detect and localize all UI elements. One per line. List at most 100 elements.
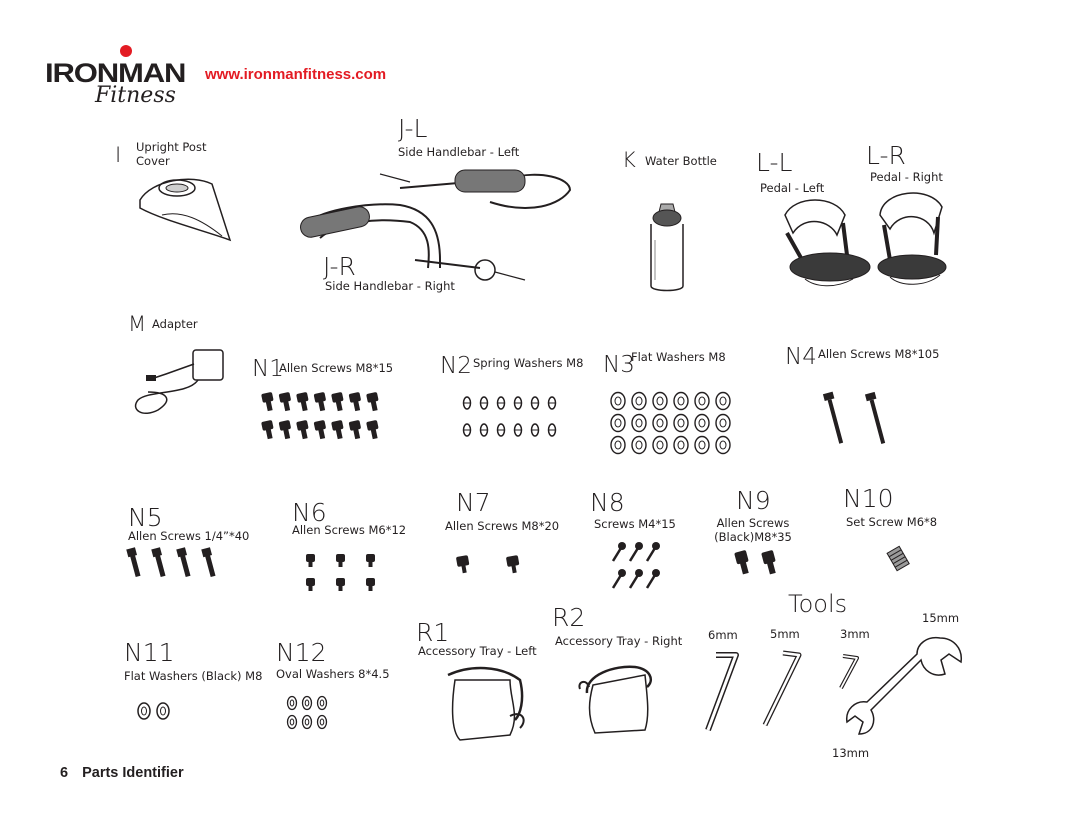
hardware-piece xyxy=(336,578,345,591)
part-code-ll: L-L xyxy=(756,148,793,177)
hardware-piece xyxy=(462,423,472,437)
hardware-piece xyxy=(313,392,326,412)
adapter-illustration xyxy=(134,349,224,414)
hardware-piece xyxy=(610,435,626,455)
hex-key-3mm-icon xyxy=(839,654,859,689)
hardware-piece xyxy=(631,435,647,455)
hardware-piece xyxy=(286,714,298,730)
hardware-piece xyxy=(631,413,647,433)
part-label-i: Upright Post Cover xyxy=(136,140,207,169)
part-label-jr: Side Handlebar - Right xyxy=(325,279,455,293)
hardware-piece xyxy=(715,435,731,455)
part-label-n1: Allen Screws M8*15 xyxy=(279,361,394,375)
hardware-piece xyxy=(530,423,540,437)
part-label-n11: Flat Washers (Black) M8 xyxy=(124,669,263,683)
hardware-piece xyxy=(652,391,668,411)
accessory-tray-left-illustration xyxy=(447,666,525,741)
part-label-n4: Allen Screws M8*105 xyxy=(818,347,940,361)
part-label-n9: Allen Screws (Black)M8*35 xyxy=(714,516,792,545)
part-code-jr: J-R xyxy=(323,252,356,281)
hardware-piece xyxy=(296,392,309,412)
part-code-n2: N2 xyxy=(440,353,472,379)
hardware-piece xyxy=(694,435,710,455)
hardware-piece xyxy=(301,695,313,711)
hardware-piece xyxy=(631,391,647,411)
hardware-piece xyxy=(496,396,506,410)
hardware-piece xyxy=(261,392,274,412)
hardware-piece xyxy=(278,392,291,412)
hardware-piece xyxy=(513,396,523,410)
part-label-n8: Screws M4*15 xyxy=(594,517,676,531)
hardware-piece xyxy=(673,435,689,455)
n8-screws-illustration xyxy=(611,542,660,589)
n1-screws-illustration xyxy=(261,392,379,440)
part-code-lr: L-R xyxy=(866,141,906,170)
n11-black-washers-illustration xyxy=(137,702,170,720)
hardware-piece xyxy=(530,396,540,410)
wrench-size-15mm: 15mm xyxy=(922,611,960,625)
n2-spring-washers-illustration xyxy=(462,396,557,437)
part-label-n3: Flat Washers M8 xyxy=(631,350,726,364)
hardware-piece xyxy=(673,413,689,433)
n4-long-screws-illustration xyxy=(822,391,886,444)
hardware-piece xyxy=(348,392,361,412)
wrench-size-13mm: 13mm xyxy=(832,746,870,760)
upright-post-cover-illustration xyxy=(139,178,232,242)
part-code-jl: J-L xyxy=(398,114,428,143)
hardware-piece xyxy=(610,391,626,411)
wrench-icon xyxy=(846,636,962,735)
page-number: 6 xyxy=(60,765,69,781)
accessory-tray-right-illustration xyxy=(578,665,652,734)
part-label-r2: Accessory Tray - Right xyxy=(555,634,683,648)
hardware-piece xyxy=(611,569,626,589)
hardware-piece xyxy=(694,391,710,411)
hardware-piece xyxy=(479,396,489,410)
part-code-n11: N11 xyxy=(124,638,175,667)
hex-key-6mm-icon xyxy=(705,652,739,732)
hardware-piece xyxy=(673,391,689,411)
hardware-piece xyxy=(316,714,328,730)
hardware-piece xyxy=(296,420,309,440)
hardware-piece xyxy=(126,547,141,578)
hardware-piece xyxy=(694,413,710,433)
part-code-n8: N8 xyxy=(590,488,625,517)
part-code-n1: N1 xyxy=(252,356,284,382)
hardware-piece xyxy=(645,542,660,562)
part-label-n6: Allen Screws M6*12 xyxy=(292,523,407,537)
page-footer: 6 Parts Identifier xyxy=(60,765,198,781)
hardware-piece xyxy=(331,420,344,440)
hardware-piece xyxy=(715,391,731,411)
hardware-piece xyxy=(286,695,298,711)
hardware-piece xyxy=(652,435,668,455)
part-label-n2: Spring Washers M8 xyxy=(473,356,584,370)
n12-oval-washers-illustration xyxy=(286,695,328,730)
part-code-n10: N10 xyxy=(843,484,894,513)
water-bottle-illustration xyxy=(650,203,684,292)
hardware-piece xyxy=(348,420,361,440)
pedal-right-illustration xyxy=(877,192,947,285)
footer-title: Parts Identifier xyxy=(82,765,184,781)
hardware-piece xyxy=(496,423,506,437)
part-label-ll: Pedal - Left xyxy=(760,181,825,195)
hardware-piece xyxy=(176,547,191,578)
part-label-n12: Oval Washers 8*4.5 xyxy=(276,667,390,681)
hardware-piece xyxy=(316,695,328,711)
hardware-piece xyxy=(331,392,344,412)
part-label-lr: Pedal - Right xyxy=(870,170,943,184)
part-code-n6: N6 xyxy=(292,498,327,527)
hardware-piece xyxy=(479,423,489,437)
hardware-piece xyxy=(610,413,626,433)
part-label-k: Water Bottle xyxy=(645,154,717,168)
part-code-n9: N9 xyxy=(736,486,771,515)
hardware-piece xyxy=(306,554,315,567)
logo-subtitle: Fitness xyxy=(95,83,176,108)
hardware-piece xyxy=(462,396,472,410)
hex-key-5mm-icon xyxy=(762,650,802,727)
hardware-piece xyxy=(261,420,274,440)
part-label-n5: Allen Screws 1/4”*40 xyxy=(128,529,250,543)
logo-head-icon xyxy=(120,45,132,57)
hardware-piece xyxy=(366,554,375,567)
n3-flat-washers-illustration xyxy=(610,391,731,455)
website-link[interactable]: www.ironmanfitness.com xyxy=(205,66,387,83)
hardware-piece xyxy=(366,420,379,440)
